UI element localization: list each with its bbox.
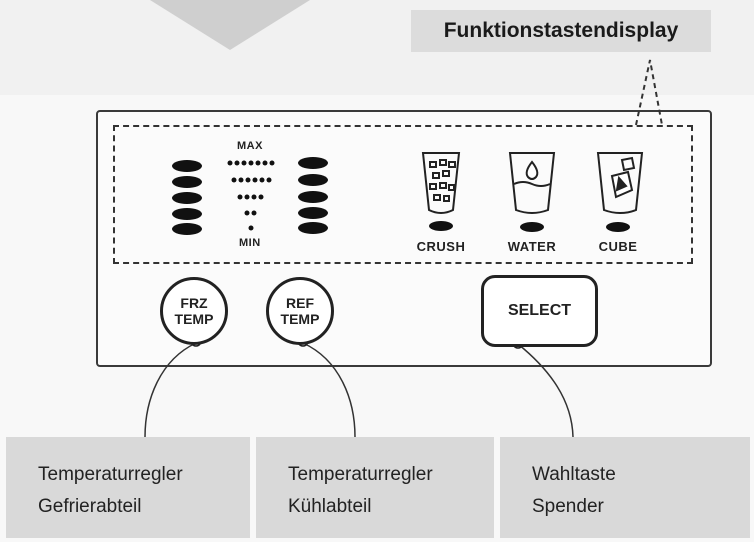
ref-temp-line1: REF: [286, 295, 314, 311]
ice-cube-glass-icon: [596, 152, 644, 214]
frz-temp-button[interactable]: FRZ TEMP: [160, 277, 228, 345]
arrow-shape: [150, 0, 310, 50]
level-dot-pyramid: [227, 160, 275, 231]
ref-led-2: [298, 174, 328, 186]
min-label: MIN: [239, 237, 261, 249]
max-label: MAX: [237, 140, 263, 152]
frz-led-1: [172, 160, 202, 172]
frz-temp-line2: TEMP: [174, 311, 214, 327]
cube-led: [606, 222, 630, 232]
frz-temp-line1: FRZ: [180, 295, 208, 311]
ref-led-4: [298, 207, 328, 219]
ref-led-5: [298, 222, 328, 234]
water-led: [520, 222, 544, 232]
select-button[interactable]: SELECT: [481, 275, 598, 347]
callout-select-line1: Wahltaste: [532, 464, 616, 485]
callout-frz-line2: Gefrierabteil: [38, 496, 142, 517]
callout-ref-line2: Kühlabteil: [288, 496, 372, 517]
frz-led-3: [172, 192, 202, 204]
function-display-area: [113, 125, 693, 264]
water-glass-icon: [508, 152, 556, 214]
ref-connector: [302, 342, 356, 438]
ref-temp-line2: TEMP: [280, 311, 320, 327]
frz-led-column: [172, 160, 202, 235]
water-label: WATER: [507, 239, 557, 254]
frz-led-5: [172, 223, 202, 235]
callout-frz: Temperaturregler Gefrierabteil: [6, 437, 250, 538]
ref-led-column: [298, 157, 328, 234]
callout-ref-line1: Temperaturregler: [288, 464, 433, 485]
ref-temp-button[interactable]: REF TEMP: [266, 277, 334, 345]
frz-led-2: [172, 176, 202, 188]
callout-ref: Temperaturregler Kühlabteil: [256, 437, 494, 538]
crushed-ice-glass-icon: [421, 152, 461, 214]
frz-connector: [144, 342, 197, 438]
cube-label: CUBE: [598, 239, 638, 254]
callout-frz-line1: Temperaturregler: [38, 464, 183, 485]
callout-title: Funktionstastendisplay: [411, 10, 711, 52]
callout-select: Wahltaste Spender: [500, 437, 750, 538]
ref-led-3: [298, 191, 328, 203]
callout-pointer: [635, 59, 663, 126]
crush-label: CRUSH: [416, 239, 466, 254]
frz-led-4: [172, 208, 202, 220]
crush-led: [429, 221, 453, 231]
select-connector: [517, 343, 574, 438]
ref-led-1: [298, 157, 328, 169]
callout-select-line2: Spender: [532, 496, 604, 517]
